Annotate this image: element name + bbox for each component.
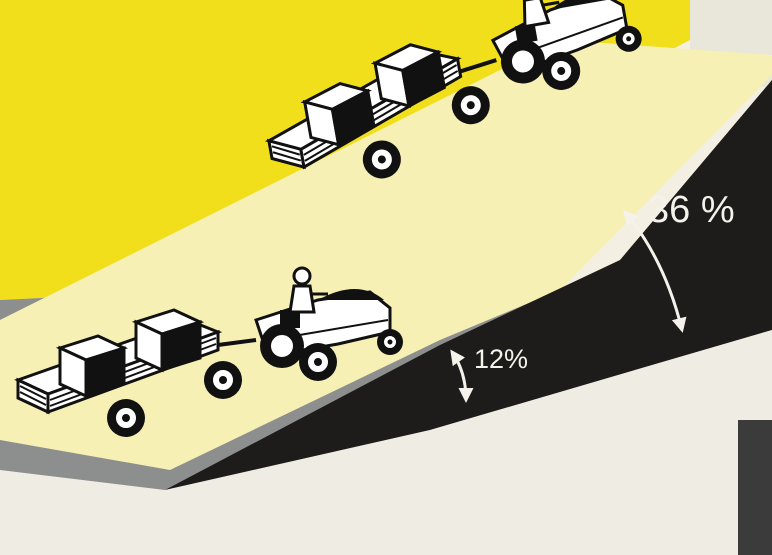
gentle-grade-label: 12% xyxy=(474,344,528,374)
steep-grade-label: 36 % xyxy=(648,189,735,231)
photo-edge xyxy=(738,420,772,555)
